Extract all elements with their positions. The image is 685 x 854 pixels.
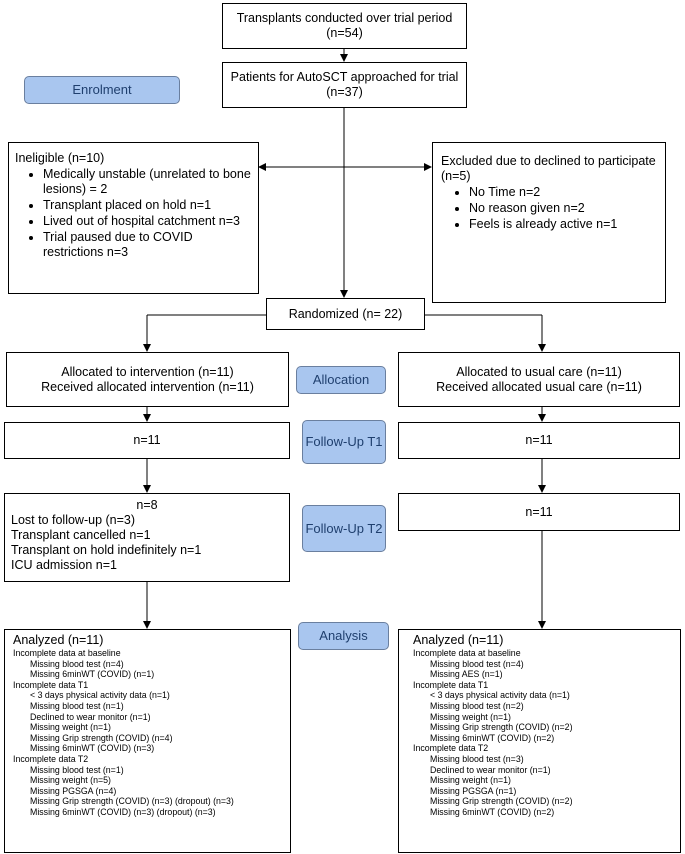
list-item: Missing 6minWT (COVID) (n=2) (430, 732, 555, 743)
list-item: Missing 6minWT (COVID) (n=3) (30, 743, 155, 754)
list-item: Declined to wear monitor (n=1) (30, 711, 151, 722)
list-item: Missing blood test (n=3) (430, 753, 524, 764)
list-item: Missing PGSGA (n=4) (30, 785, 117, 796)
t2-line: ICU admission n=1 (11, 558, 117, 572)
analyzed-title: Analyzed (n=11) (13, 633, 104, 647)
allocated-text: Allocated to usual care (n=11) (456, 364, 622, 379)
list-item: Missing weight (n=1) (30, 722, 111, 733)
list-item: < 3 days physical activity data (n=1) (30, 690, 170, 701)
stage-label-analysis: Analysis (298, 622, 389, 650)
list-item: Missing blood test (n=4) (430, 658, 524, 669)
t2-line: Transplant cancelled n=1 (11, 528, 151, 542)
transplants-count: (n=54) (326, 26, 363, 40)
list-item: Transplant placed on hold n=1 (43, 198, 252, 213)
list-item: Lived out of hospital catchment n=3 (43, 214, 252, 229)
list-item: < 3 days physical activity data (n=1) (430, 690, 570, 701)
list-item: No Time n=2 (469, 185, 657, 200)
ineligible-title: Ineligible (n=10) (15, 151, 105, 165)
stage-label-followup-t2: Follow-Up T2 (302, 505, 386, 552)
list-item: Missing Grip strength (COVID) (n=2) (430, 796, 573, 807)
list-item: Missing 6minWT (COVID) (n=1) (30, 669, 155, 680)
section-heading: Incomplete data T2 (13, 753, 89, 764)
section-heading: Incomplete data at baseline (13, 648, 121, 658)
usual-allocation-box: Allocated to usual care (n=11) Received … (398, 352, 680, 407)
ineligible-list: Medically unstable (unrelated to bone le… (15, 167, 252, 260)
list-item: Missing blood test (n=1) (30, 764, 124, 775)
intervention-t1-box: n=11 (4, 422, 290, 459)
list-item: Trial paused due to COVID restrictions n… (43, 230, 252, 260)
section-heading: Incomplete data at baseline (413, 648, 521, 658)
list-item: Missing 6minWT (COVID) (n=3) (dropout) (… (30, 806, 216, 817)
stage-label-enrolment: Enrolment (24, 76, 180, 104)
list-item: Missing 6minWT (COVID) (n=2) (430, 806, 555, 817)
approached-count: (n=37) (326, 85, 363, 99)
list-item: Declined to wear monitor (n=1) (430, 764, 551, 775)
list-item: Missing Grip strength (COVID) (n=3) (dro… (30, 796, 234, 807)
list-item: Missing blood test (n=2) (430, 700, 524, 711)
list-item: Missing Grip strength (COVID) (n=2) (430, 722, 573, 733)
intervention-allocation-box: Allocated to intervention (n=11) Receive… (6, 352, 289, 407)
list-item: Missing blood test (n=4) (30, 658, 124, 669)
analyzed-title: Analyzed (n=11) (413, 633, 504, 647)
received-text: Received allocated usual care (n=11) (436, 379, 642, 394)
list-item: Missing weight (n=5) (30, 775, 111, 786)
approached-text: Patients for AutoSCT approached for tria… (230, 70, 459, 84)
allocated-text: Allocated to intervention (n=11) (61, 364, 234, 379)
intervention-analyzed-box: Analyzed (n=11) Incomplete data at basel… (4, 629, 291, 853)
intervention-t2-box: n=8 Lost to follow-up (n=3) Transplant c… (4, 493, 290, 582)
transplants-box: Transplants conducted over trial period … (222, 3, 467, 49)
randomized-box: Randomized (n= 22) (266, 298, 425, 330)
stage-label-allocation: Allocation (296, 366, 386, 394)
list-item: Missing weight (n=1) (430, 775, 511, 786)
t2-line: Lost to follow-up (n=3) (11, 513, 136, 527)
list-item: Missing Grip strength (COVID) (n=4) (30, 732, 173, 743)
ineligible-box: Ineligible (n=10) Medically unstable (un… (8, 142, 259, 294)
section-heading: Incomplete data T2 (413, 743, 489, 754)
list-item: Missing weight (n=1) (430, 711, 511, 722)
list-item: Feels is already active n=1 (469, 217, 657, 232)
approached-box: Patients for AutoSCT approached for tria… (222, 62, 467, 108)
section-heading: Incomplete data T1 (13, 679, 89, 690)
list-item: Missing blood test (n=1) (30, 700, 124, 711)
t2-line: Transplant on hold indefinitely n=1 (11, 543, 202, 557)
stage-label-followup-t1: Follow-Up T1 (302, 420, 386, 464)
list-item: Medically unstable (unrelated to bone le… (43, 167, 252, 197)
usual-t1-box: n=11 (398, 422, 680, 459)
usual-t2-box: n=11 (398, 493, 680, 531)
excluded-title: Excluded due to declined to participate … (441, 154, 656, 183)
list-item: Missing AES (n=1) (430, 669, 503, 680)
transplants-text: Transplants conducted over trial period (236, 11, 453, 25)
section-heading: Incomplete data T1 (413, 679, 489, 690)
t2-count: n=8 (136, 498, 158, 512)
excluded-list: No Time n=2 No reason given n=2 Feels is… (441, 185, 657, 232)
usual-analyzed-box: Analyzed (n=11) Incomplete data at basel… (398, 629, 681, 853)
excluded-box: Excluded due to declined to participate … (432, 142, 666, 303)
list-item: No reason given n=2 (469, 201, 657, 216)
received-text: Received allocated intervention (n=11) (41, 379, 254, 394)
list-item: Missing PGSGA (n=1) (430, 785, 517, 796)
